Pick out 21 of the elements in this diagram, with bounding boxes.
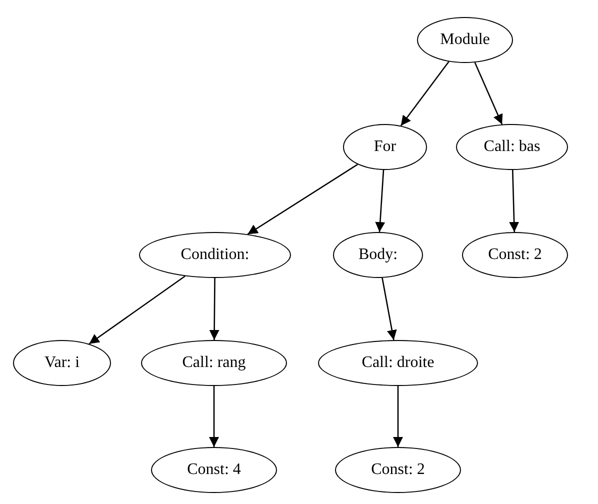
node-label: Const: 4 [187,462,241,478]
arrow [400,61,450,126]
arrow [509,170,520,232]
arrow [247,164,358,235]
node-label: Var: i [44,355,80,371]
node-label: Call: rang [182,355,246,371]
node-label: Const: 2 [488,247,542,263]
node-label: Call: droite [362,355,434,371]
node-label: Call: bas [484,139,540,155]
arrow [375,170,386,232]
node-label: For [374,139,396,155]
arrow [209,386,219,447]
arrow [382,278,397,340]
arrow [474,62,503,125]
arrow [88,276,186,344]
node-label: Const: 2 [371,462,425,478]
node-label: Module [440,32,490,48]
node-label: Body: [358,247,398,263]
arrow [209,278,220,340]
node-label: Condition: [180,247,250,263]
arrow [393,386,403,447]
